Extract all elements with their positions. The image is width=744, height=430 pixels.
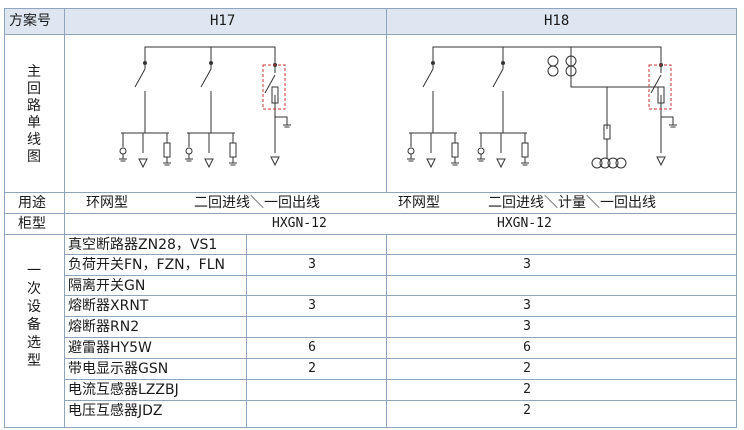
usage-h17-type: 环网型 xyxy=(86,195,128,211)
main-circuit-label: 主回路单线图 xyxy=(27,64,41,165)
rule xyxy=(64,316,737,317)
rule xyxy=(64,358,737,359)
column-h17: H17 xyxy=(210,13,236,29)
equipment-name: 负荷开关FN，FZN，FLN xyxy=(68,257,225,273)
cabinet-h17: HXGN-12 xyxy=(272,216,327,231)
equipment-h17-qty: 3 xyxy=(308,298,316,313)
rule xyxy=(64,254,737,255)
rule xyxy=(246,234,247,428)
header-row-bg xyxy=(5,9,736,34)
equipment-table xyxy=(4,8,737,428)
equipment-h18-qty: 6 xyxy=(523,340,531,355)
equipment-h18-qty: 2 xyxy=(523,403,531,418)
usage-h17-desc: 二回进线＼一回出线 xyxy=(194,195,320,211)
equipment-h18-qty: 3 xyxy=(523,298,531,313)
single-line-diagram-h18 xyxy=(407,46,677,169)
single-line-diagram-h17 xyxy=(119,46,291,169)
rule xyxy=(4,234,737,235)
equipment-name: 电压互感器JDZ xyxy=(68,403,163,419)
column-h18: H18 xyxy=(544,13,570,29)
cabinet-h18: HXGN-12 xyxy=(497,216,552,231)
equipment-h18-qty: 3 xyxy=(523,257,531,272)
primary-equipment-label: 一次设备选型 xyxy=(27,263,41,369)
rule xyxy=(64,8,65,428)
equipment-name: 电流互感器LZZBJ xyxy=(68,382,179,398)
rule xyxy=(386,8,387,193)
rule xyxy=(4,192,737,193)
rule xyxy=(64,275,737,276)
equipment-name: 避雷器HY5W xyxy=(68,340,152,356)
usage-label: 用途 xyxy=(18,195,46,211)
usage-h18-type: 环网型 xyxy=(398,195,440,211)
scheme-label: 方案号 xyxy=(9,13,51,29)
equipment-name: 熔断器XRNT xyxy=(68,298,149,314)
rule xyxy=(64,337,737,338)
equipment-h18-qty: 2 xyxy=(523,382,531,397)
rule xyxy=(64,295,737,296)
cabinet-type-label: 柜型 xyxy=(18,216,46,232)
equipment-h17-qty: 2 xyxy=(308,361,316,376)
equipment-name: 熔断器RN2 xyxy=(68,319,140,335)
equipment-name: 真空断路器ZN28，VS1 xyxy=(68,237,218,253)
equipment-h17-qty: 3 xyxy=(308,257,316,272)
equipment-name: 带电显示器GSN xyxy=(68,361,169,377)
equipment-h17-qty: 6 xyxy=(308,340,316,355)
equipment-h18-qty: 3 xyxy=(523,319,531,334)
usage-h18-desc: 二回进线＼计量＼一回出线 xyxy=(488,195,656,211)
equipment-name: 隔离开关GN xyxy=(68,278,146,294)
equipment-h18-qty: 2 xyxy=(523,361,531,376)
rule xyxy=(64,400,737,401)
rule xyxy=(4,34,737,35)
rule xyxy=(64,379,737,380)
rule xyxy=(4,213,737,214)
rule xyxy=(386,234,387,428)
